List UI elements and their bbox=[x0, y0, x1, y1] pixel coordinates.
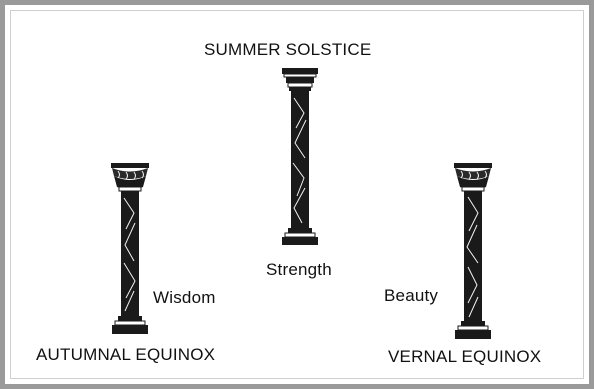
pillar-beauty bbox=[453, 163, 493, 343]
pillar-wisdom bbox=[110, 163, 150, 338]
pillar-base bbox=[282, 228, 318, 245]
pillar-capital bbox=[282, 68, 318, 91]
pillar-capital bbox=[454, 163, 492, 191]
vernal-equinox-label: VERNAL EQUINOX bbox=[388, 347, 541, 367]
summer-solstice-label: SUMMER SOLSTICE bbox=[204, 40, 371, 60]
strength-label: Strength bbox=[266, 260, 332, 280]
autumnal-equinox-label: AUTUMNAL EQUINOX bbox=[36, 345, 215, 365]
pillar-base bbox=[455, 321, 491, 339]
pillar-strength bbox=[280, 68, 320, 248]
wisdom-label: Wisdom bbox=[153, 288, 216, 308]
pillar-capital bbox=[111, 163, 149, 191]
pillar-base bbox=[112, 316, 148, 334]
beauty-label: Beauty bbox=[384, 286, 438, 306]
pillar-shaft bbox=[291, 91, 309, 228]
